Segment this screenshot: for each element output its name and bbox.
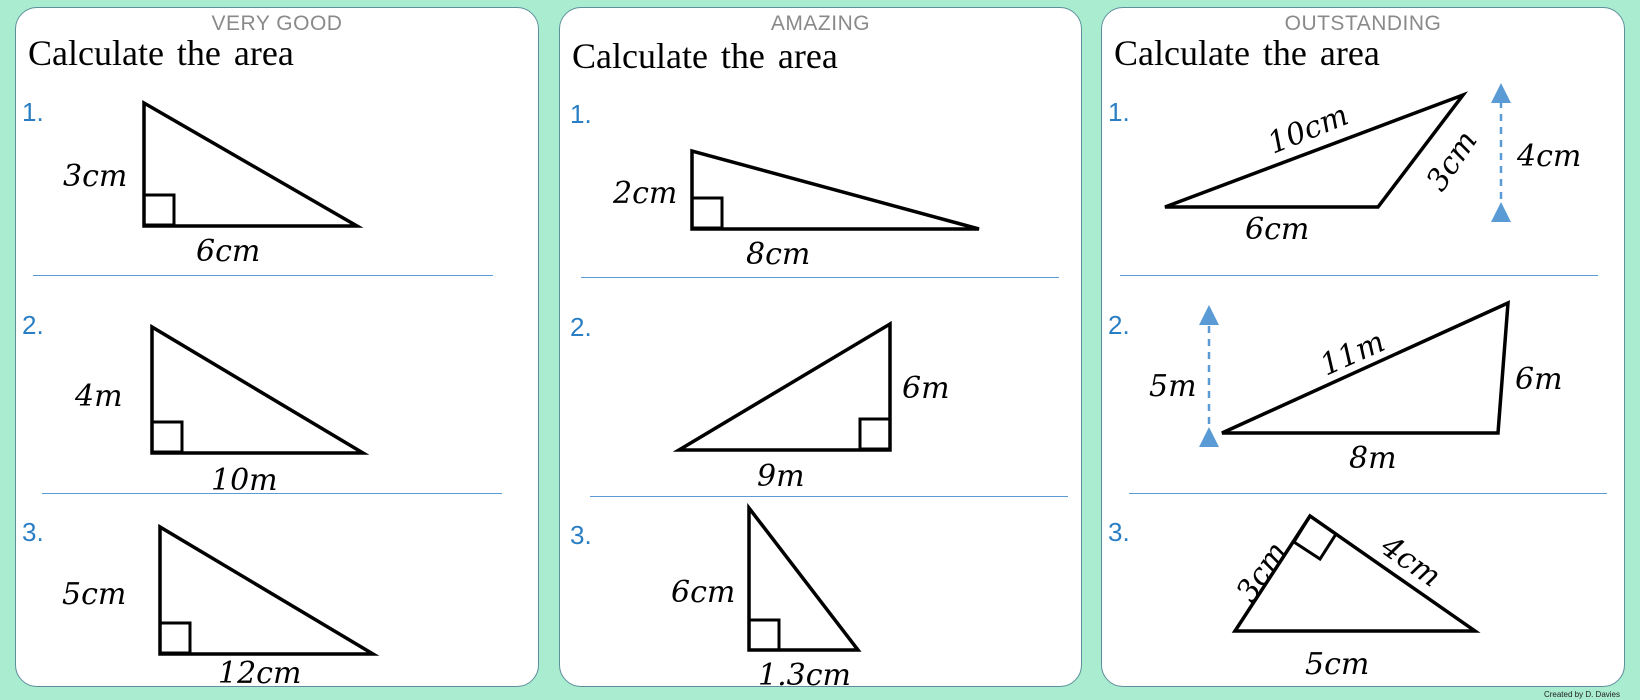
base-label: 6cm bbox=[1245, 212, 1309, 247]
question-divider bbox=[42, 493, 502, 494]
triangle-q2: 6m 9m bbox=[672, 320, 950, 494]
question-divider bbox=[581, 277, 1059, 278]
question-number: 1. bbox=[22, 97, 44, 127]
question-number: 1. bbox=[1108, 97, 1130, 127]
card-very-good: VERY GOOD Calculate the area 1. 2. 3. 3c… bbox=[15, 7, 539, 687]
height-label: 5m bbox=[1149, 369, 1197, 404]
side-label: 6m bbox=[1515, 362, 1563, 397]
base-label: 5cm bbox=[1305, 647, 1369, 682]
height-label: 6cm bbox=[671, 575, 735, 610]
author-credit: Created by D. Davies bbox=[1543, 690, 1620, 699]
question-divider bbox=[1129, 493, 1607, 494]
base-label: 12cm bbox=[218, 656, 301, 687]
right-angle-marker bbox=[158, 621, 192, 655]
short-side-label: 3cm bbox=[1420, 125, 1485, 198]
base-label: 1.3cm bbox=[758, 658, 851, 687]
right-angle-marker bbox=[142, 193, 176, 227]
question-divider bbox=[590, 496, 1068, 497]
triangle-q3: 5cm 12cm bbox=[62, 523, 380, 687]
triangle-q2: 4m 10m bbox=[74, 323, 370, 498]
base-label: 8cm bbox=[746, 237, 810, 272]
right-angle-marker bbox=[747, 618, 781, 652]
height-label: 6m bbox=[902, 371, 950, 406]
triangle-q1: 2cm 8cm bbox=[612, 148, 980, 272]
card-heading: Calculate the area bbox=[1114, 33, 1380, 73]
height-label: 4m bbox=[74, 379, 123, 414]
question-number: 3. bbox=[22, 517, 44, 547]
right-angle-marker bbox=[150, 420, 184, 454]
question-divider bbox=[1120, 275, 1598, 276]
base-label: 8m bbox=[1349, 441, 1397, 476]
base-label: 6cm bbox=[196, 234, 260, 269]
card-level-label: OUTSTANDING bbox=[1284, 12, 1442, 35]
card-amazing: AMAZING Calculate the area 1. 2. 3. 2cm … bbox=[559, 7, 1082, 687]
right-angle-marker bbox=[690, 196, 724, 230]
question-number: 1. bbox=[570, 99, 592, 129]
question-number: 2. bbox=[570, 312, 592, 342]
height-label: 3cm bbox=[63, 159, 127, 194]
right-angle-marker bbox=[1291, 513, 1339, 562]
height-label: 4cm bbox=[1516, 139, 1581, 174]
triangle-q1: 3cm 6cm bbox=[63, 99, 364, 269]
question-number: 3. bbox=[1108, 517, 1130, 547]
left-side-label: 3cm bbox=[1230, 536, 1295, 609]
triangle-q3: 3cm 4cm 5cm bbox=[1230, 513, 1481, 682]
question-number: 3. bbox=[570, 520, 592, 550]
height-label: 2cm bbox=[612, 176, 677, 211]
card-level-label: VERY GOOD bbox=[211, 12, 343, 35]
question-divider bbox=[33, 275, 493, 276]
question-number: 2. bbox=[22, 310, 44, 340]
card-level-label: AMAZING bbox=[770, 12, 871, 35]
triangle-q1: 10cm 3cm 6cm 4cm bbox=[1164, 83, 1581, 247]
card-heading: Calculate the area bbox=[572, 36, 838, 76]
card-outstanding: OUTSTANDING Calculate the area 1. 2. 3. … bbox=[1101, 7, 1625, 687]
right-angle-marker bbox=[858, 417, 892, 451]
base-label: 10m bbox=[211, 463, 278, 498]
question-number: 2. bbox=[1108, 310, 1130, 340]
base-label: 9m bbox=[757, 459, 805, 494]
triangle-figures: 3cm 6cm 4m 10m 5cm 12cm bbox=[62, 99, 380, 687]
triangle-figures: 2cm 8cm 6m 9m 6cm 1.3cm bbox=[612, 148, 980, 687]
triangle-q2: 11m 6m 8m 5m bbox=[1149, 300, 1563, 476]
card-heading: Calculate the area bbox=[28, 33, 294, 73]
triangle-figures: 10cm 3cm 6cm 4cm 11m 6m 8m 5m 3cm 4cm 5c… bbox=[1149, 83, 1581, 682]
triangle-q3: 6cm 1.3cm bbox=[671, 502, 862, 687]
height-label: 5cm bbox=[62, 577, 126, 612]
